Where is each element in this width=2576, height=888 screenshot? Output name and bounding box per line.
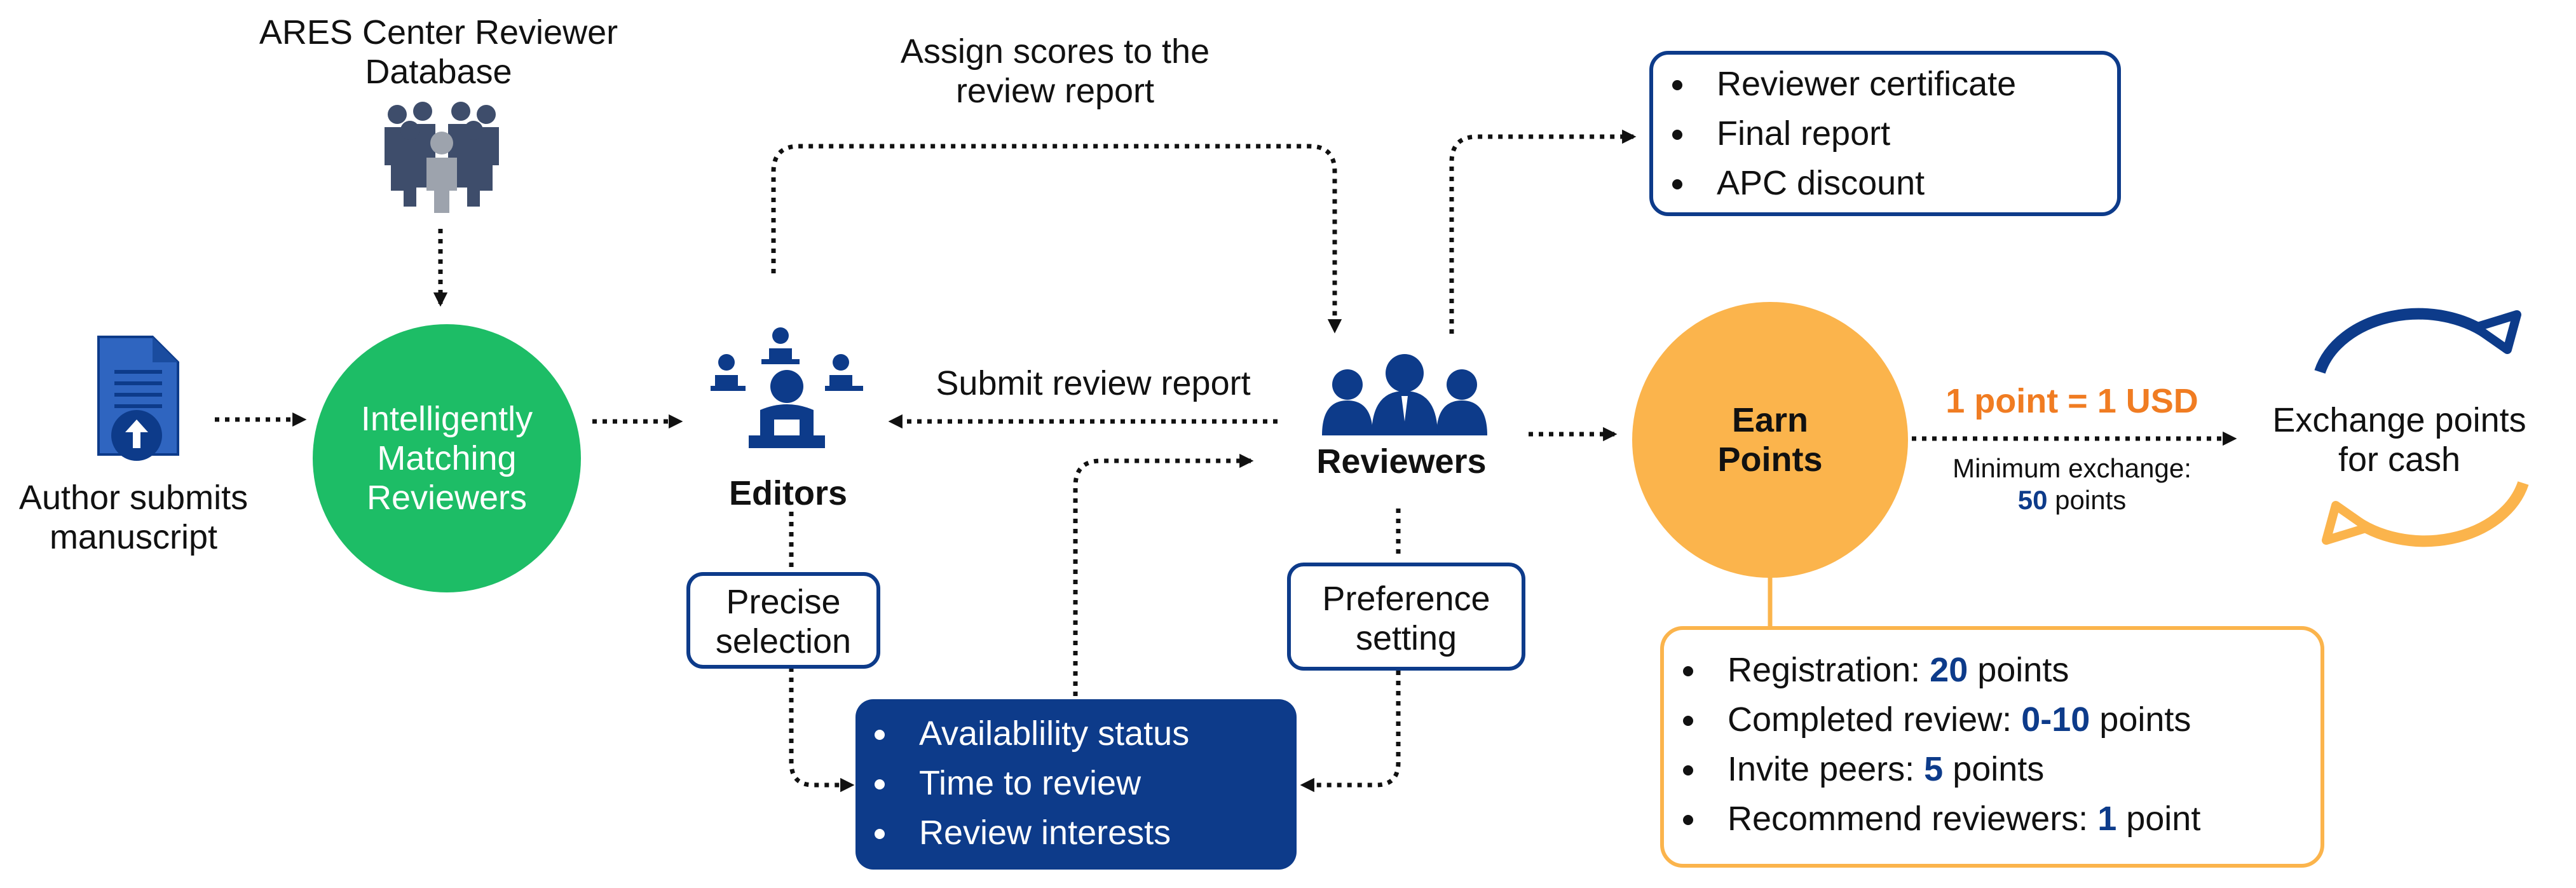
benefit-item: Final report	[1653, 109, 2117, 158]
editors-label: Editors	[728, 474, 848, 512]
points-rule-item: Completed review: 0-10 points	[1664, 695, 2320, 744]
benefits-box: Reviewer certificate Final report APC di…	[1649, 51, 2121, 216]
earn-points-node: Earn Points	[1632, 302, 1908, 578]
benefit-item: APC discount	[1653, 158, 2117, 208]
document-icon	[97, 336, 179, 461]
exchange-label: Exchange points for cash	[2272, 401, 2526, 479]
benefit-item: Reviewer certificate	[1653, 59, 2117, 109]
reviewer-info-box: Availablility status Time to review Revi…	[855, 699, 1297, 870]
reviewers-label: Reviewers	[1316, 442, 1487, 481]
editors-icon	[711, 327, 863, 448]
reviewer-info-item: Review interests	[855, 808, 1297, 857]
points-rule-item: Recommend reviewers: 1 point	[1664, 794, 2320, 844]
matching-reviewers-node: Intelligently Matching Reviewers	[313, 324, 581, 592]
points-rules-box: Registration: 20 points Completed review…	[1660, 626, 2324, 868]
precise-selection-box: Precise selection	[686, 572, 880, 669]
exchange-cycle-icon	[2314, 308, 2529, 547]
rate-label: 1 point = 1 USD	[1946, 382, 2198, 420]
author-label: Author submits manuscript	[18, 479, 249, 556]
assign-scores-label: Assign scores to the review report	[900, 32, 1210, 110]
points-rule-item: Registration: 20 points	[1664, 645, 2320, 695]
database-title: ARES Center Reviewer Database	[259, 13, 618, 91]
reviewers-icon	[1322, 354, 1487, 435]
reviewer-info-item: Availablility status	[855, 709, 1297, 758]
reviewer-database-icon	[385, 102, 499, 213]
minimum-exchange: Minimum exchange: 50 points	[1952, 453, 2191, 515]
preference-setting-box: Preference setting	[1287, 563, 1525, 671]
submit-report-label: Submit review report	[936, 364, 1251, 402]
reviewer-info-item: Time to review	[855, 758, 1297, 808]
points-rule-item: Invite peers: 5 points	[1664, 744, 2320, 794]
